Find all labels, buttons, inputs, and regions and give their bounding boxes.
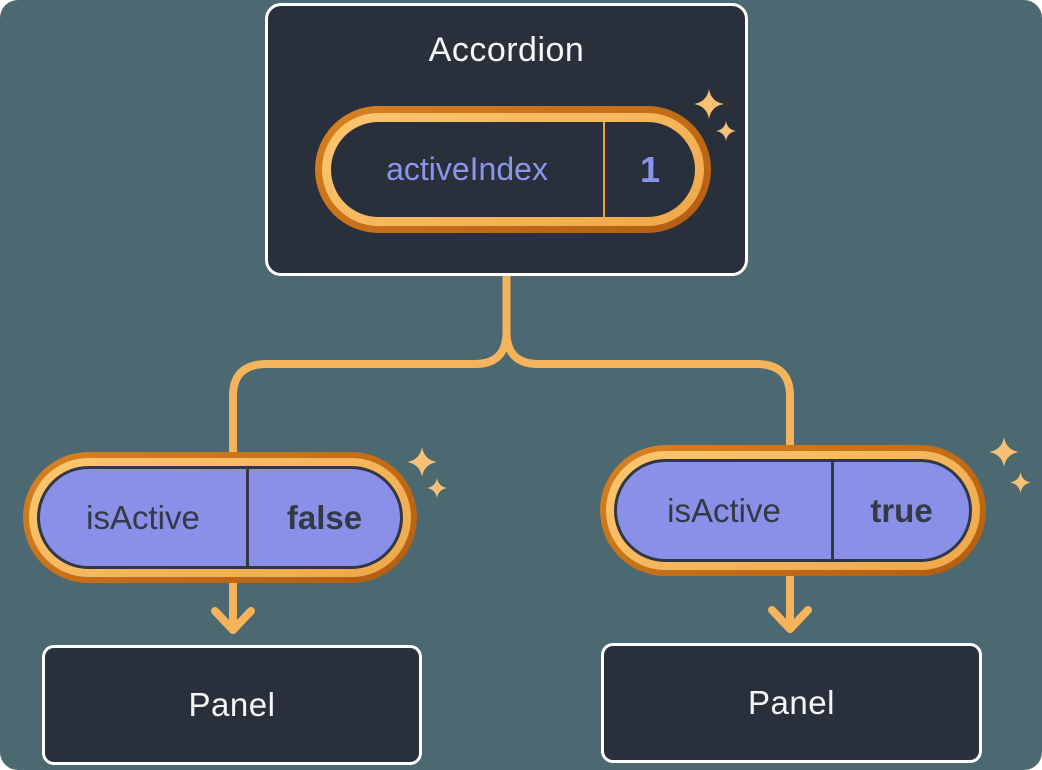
- sparkle-icon: [716, 121, 736, 141]
- state-pill-core: activeIndex 1: [331, 122, 695, 217]
- accordion-node: Accordion activeIndex 1: [265, 3, 748, 276]
- accordion-title: Accordion: [428, 31, 585, 69]
- state-pill-glow-outer: activeIndex 1: [315, 106, 711, 233]
- state-name-label: activeIndex: [386, 151, 548, 187]
- connector-right-branch: [502, 268, 794, 633]
- prop-value-label: false: [286, 498, 363, 536]
- arrowhead-right-icon: [768, 606, 812, 633]
- panel-node-right: Panel: [601, 643, 982, 763]
- prop-name-label: isActive: [86, 498, 200, 536]
- sparkle-icon: [694, 89, 724, 119]
- sparkle-icon: [989, 437, 1019, 467]
- panel-node-left: Panel: [42, 645, 422, 765]
- panel-label: Panel: [188, 686, 276, 723]
- prop-value-label: true: [870, 491, 933, 529]
- arrowhead-left-icon: [211, 607, 255, 634]
- prop-pill-left: isActive false: [23, 452, 417, 583]
- prop-pill-glow-inner: isActive true: [606, 451, 980, 570]
- state-pill: activeIndex 1: [315, 106, 711, 233]
- prop-pill-divider: [246, 469, 249, 566]
- sparkle-icon: [427, 478, 447, 498]
- state-pill-divider: [603, 122, 605, 217]
- state-pill-glow-inner: activeIndex 1: [322, 113, 704, 226]
- sparkle-icon: [1010, 472, 1031, 493]
- state-value-label: 1: [639, 148, 661, 190]
- panel-label: Panel: [748, 684, 835, 721]
- prop-pill-glow-inner: isActive false: [29, 458, 411, 577]
- prop-pill-core: isActive true: [614, 459, 972, 562]
- prop-pill-right: isActive true: [600, 445, 986, 576]
- prop-name-label: isActive: [667, 491, 781, 529]
- prop-pill-core: isActive false: [37, 466, 403, 569]
- prop-pill-divider: [831, 462, 834, 559]
- prop-pill-glow-outer: isActive false: [23, 452, 417, 583]
- prop-pill-glow-outer: isActive true: [600, 445, 986, 576]
- sparkle-icon: [407, 447, 437, 477]
